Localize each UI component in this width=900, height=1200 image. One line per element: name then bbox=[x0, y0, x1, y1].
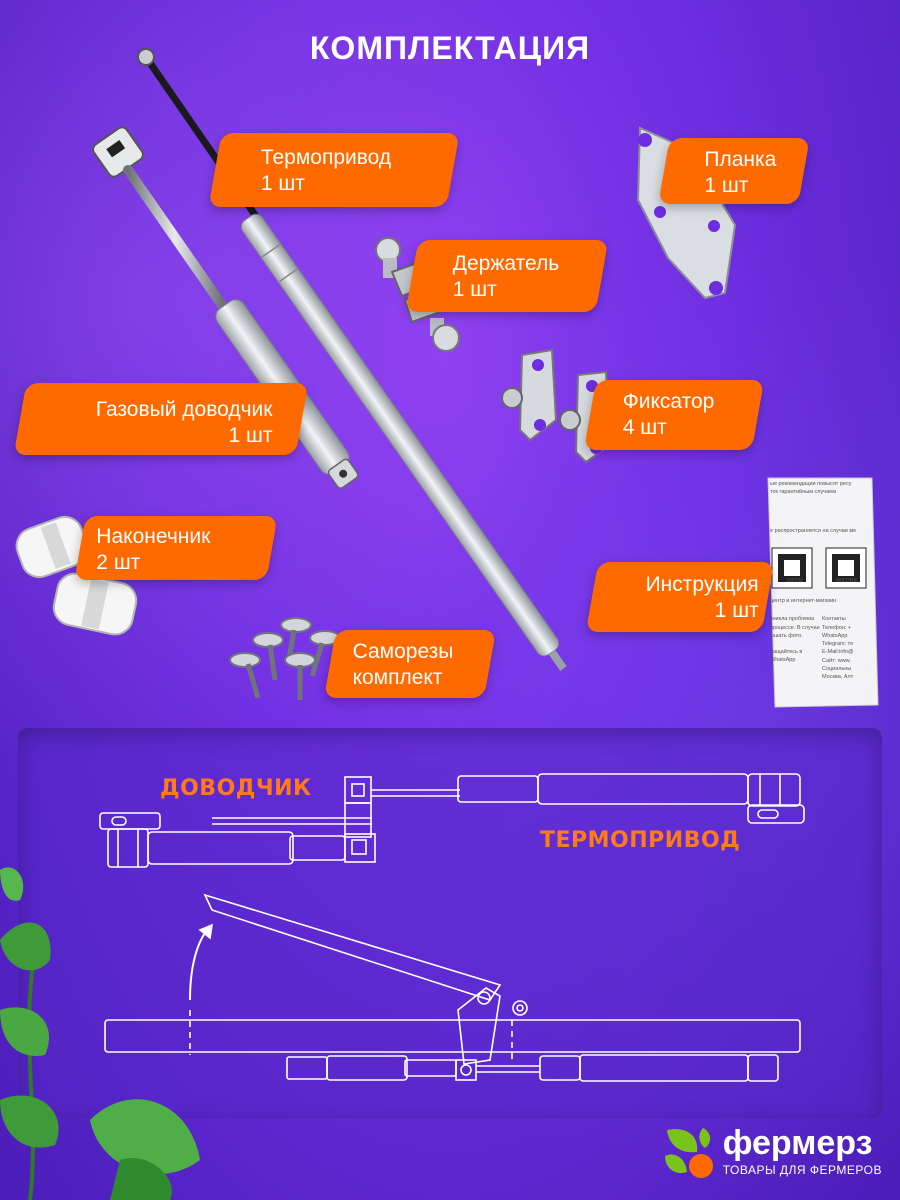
sheet-line: ышать фото. bbox=[770, 632, 803, 639]
sheet-line: зникла проблема bbox=[770, 616, 815, 623]
sheet-line: Телефон: + bbox=[822, 624, 852, 631]
brand-mark-icon bbox=[664, 1128, 713, 1178]
sheet-line: ращайтесь в WhatsApp bbox=[770, 649, 803, 664]
instruction-sheet-text: ые рекомендации повысят ресу ток гаранти… bbox=[770, 480, 874, 705]
sheet-line: процессе. В случае bbox=[770, 624, 820, 631]
screws-image bbox=[229, 617, 341, 700]
brand-name: фермерз bbox=[722, 1123, 873, 1162]
brand-logo: фермерз ТОВАРЫ ДЛЯ ФЕРМЕРОВ bbox=[659, 1122, 882, 1180]
sheet-line: ые рекомендации повысят ресу bbox=[770, 481, 852, 487]
qr-caption: WILDBE bbox=[836, 577, 858, 584]
brand-tagline: ТОВАРЫ ДЛЯ ФЕРМЕРОВ bbox=[722, 1162, 882, 1177]
page-title: КОМПЛЕКТАЦИЯ bbox=[309, 30, 591, 66]
sheet-line: Москва, Алт bbox=[822, 674, 854, 680]
sheet-line: Контакты bbox=[822, 616, 846, 623]
sheet-line: Telegram: те bbox=[822, 641, 854, 647]
diagram-label-actuator: ТЕРМОПРИВОД bbox=[540, 828, 741, 853]
instruction-sheet-image bbox=[767, 477, 879, 708]
end-cap-image bbox=[15, 515, 138, 636]
sheet-line: Социальны bbox=[822, 665, 852, 672]
installation-diagram-panel bbox=[18, 728, 882, 1118]
leaves-decoration bbox=[0, 867, 200, 1200]
qr-caption: OZON bbox=[786, 577, 803, 584]
sheet-line: E-Mail:info@ bbox=[822, 649, 854, 656]
sheet-line: е распространяется на случаи ме bbox=[770, 527, 857, 534]
sheet-line: ток гарантийным случаем bbox=[770, 489, 836, 496]
sheet-line: центр и интернет-магазин bbox=[770, 598, 837, 604]
diagram-label-closer: ДОВОДЧИК bbox=[160, 776, 312, 801]
sheet-line: WhatsApp bbox=[822, 632, 848, 639]
sheet-line: Сайт: www. bbox=[822, 657, 851, 664]
